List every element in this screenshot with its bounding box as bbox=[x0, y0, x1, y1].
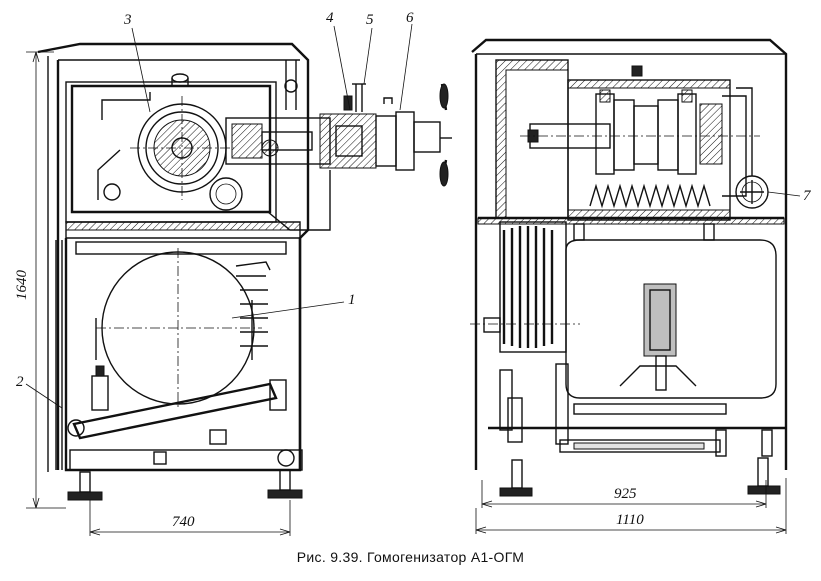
motor-side bbox=[565, 239, 777, 399]
callout-5: 5 bbox=[366, 12, 374, 28]
figure-caption: Рис. 9.39. Гомогенизатор А1-ОГМ bbox=[296, 549, 525, 565]
dim-width-inner-label: 925 bbox=[614, 486, 637, 502]
front-housing-top bbox=[37, 42, 310, 470]
dim-height-label: 1640 bbox=[14, 270, 30, 301]
dim-width-outer-label: 1110 bbox=[616, 512, 644, 528]
callout-1: 1 bbox=[348, 292, 356, 308]
dim-width-left-line bbox=[89, 500, 291, 536]
callout-6: 6 bbox=[406, 10, 414, 26]
dim-width-inner-line bbox=[481, 480, 767, 508]
front-view bbox=[25, 23, 452, 536]
foot-left bbox=[67, 491, 103, 501]
base-rail bbox=[559, 439, 721, 453]
dim-height-line bbox=[26, 51, 66, 509]
callout-4: 4 bbox=[326, 10, 334, 26]
motor-plate bbox=[72, 382, 278, 440]
foot-right bbox=[267, 489, 303, 499]
pulley bbox=[499, 221, 567, 353]
dim-width-left-label: 740 bbox=[172, 514, 195, 530]
gear-teeth bbox=[589, 183, 711, 209]
pump-head bbox=[319, 113, 377, 169]
manometer-stem bbox=[355, 84, 363, 112]
oil-gauge bbox=[209, 177, 243, 211]
motor-nameplate bbox=[643, 283, 677, 357]
callout-7: 7 bbox=[803, 188, 812, 204]
side-foot-right bbox=[747, 485, 781, 495]
callout-3: 3 bbox=[123, 12, 132, 28]
support-rod bbox=[55, 240, 63, 470]
side-housing-top bbox=[471, 38, 788, 470]
side-foot-left bbox=[499, 487, 533, 497]
homogenizing-head bbox=[395, 111, 415, 171]
lower-frame bbox=[64, 238, 302, 472]
callout-2: 2 bbox=[16, 374, 24, 390]
side-view bbox=[470, 38, 801, 534]
